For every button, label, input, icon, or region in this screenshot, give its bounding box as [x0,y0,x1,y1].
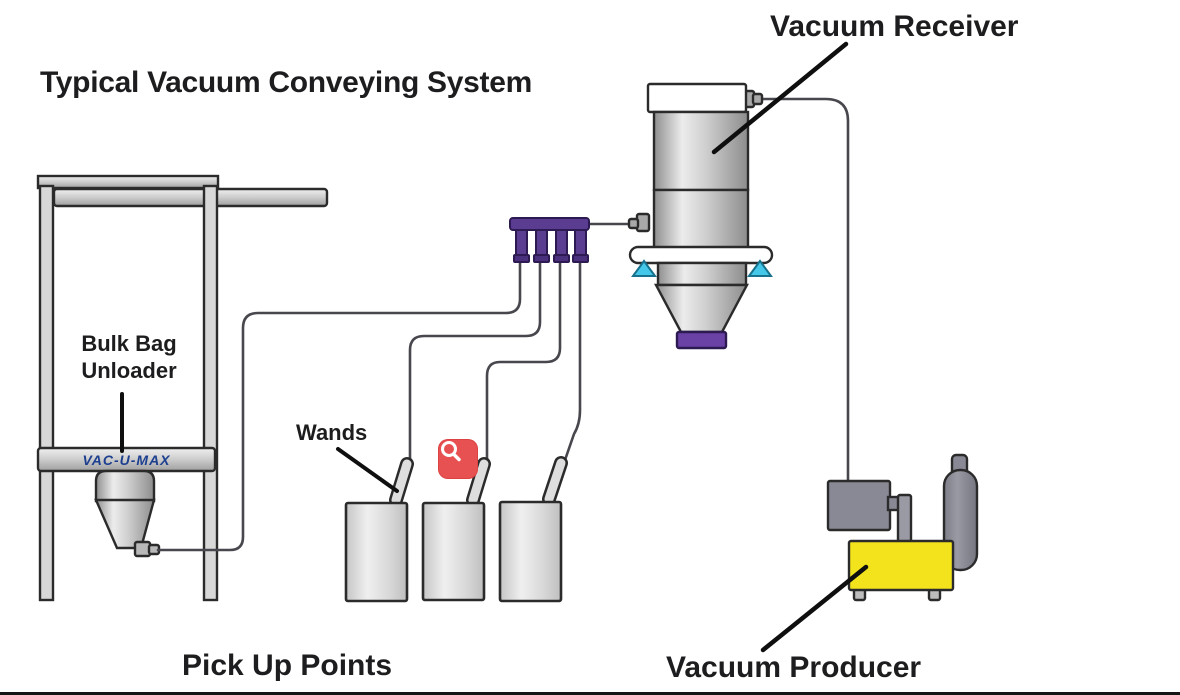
wand-3 [542,456,568,506]
wands-group [389,456,568,507]
vacuum-producer [826,453,979,602]
hose-bulk-bag-to-manifold [156,260,522,552]
pointer-vacuum-receiver [711,41,849,155]
receiver-inlet-stub [627,217,640,230]
unloader-top-beam [36,174,220,190]
unloader-hopper-top [94,469,156,503]
receiver-pad-right [747,259,773,277]
producer-filter-box [826,479,892,532]
receiver-pad-left [631,259,657,277]
manifold-stub-cap-2 [533,254,550,263]
vacuum-line-receiver-to-producer [758,97,850,484]
pick-up-points-label: Pick Up Points [182,649,393,682]
hose-manifold-to-wand-2 [485,260,562,463]
unloader-outlet-fitting [133,540,152,558]
pickup-drum-3 [498,500,563,603]
receiver-body-upper [652,110,750,192]
unloader-left-post [38,184,55,602]
manifold-stub-2 [535,227,548,259]
receiver-cone [654,283,749,334]
producer-down-tube [896,493,913,547]
receiver-skirt [656,261,748,287]
diagram-title: Typical Vacuum Conveying System [40,66,532,99]
receiver-band [628,245,774,265]
hose-manifold-to-wand-3 [563,260,582,462]
receiver-outlet [675,330,728,350]
producer-blower [847,539,955,592]
receiver-body-lower [652,188,750,250]
manifold-stub-4 [574,227,587,259]
pointer-vacuum-producer [760,564,869,653]
manifold-stub-1 [515,227,528,259]
unloader-right-post [202,184,219,602]
bulk-bag-unloader [36,174,329,602]
manifold-stub-cap-1 [513,254,530,263]
manifold-stub-cap-4 [572,254,589,263]
receiver-cap [646,82,748,114]
magnifier-icon[interactable] [438,439,478,479]
pickup-manifold [509,217,590,263]
bottom-edge-bar [0,692,1180,695]
vacuum-receiver [627,82,774,350]
hose-manifold-to-wand-1 [408,260,542,465]
pickup-drum-1 [344,501,409,603]
manifold-stub-cap-3 [553,254,570,263]
unloader-hanger-bar [52,187,329,208]
wands-label: Wands [296,420,368,445]
pickup-drum-2 [421,501,486,602]
vacuum-producer-label: Vacuum Producer [666,651,922,684]
pickup-drums [344,500,563,603]
manifold-bar [509,217,590,231]
wand-2 [466,457,491,507]
brand-label: VAC-U-MAX [82,452,171,468]
vacuum-receiver-label: Vacuum Receiver [770,10,1019,43]
pointer-wands [336,447,399,493]
magnifier-glyph [441,441,461,462]
wand-1 [389,457,414,507]
receiver-top-stub [751,92,764,106]
manifold-stub-3 [555,227,568,259]
